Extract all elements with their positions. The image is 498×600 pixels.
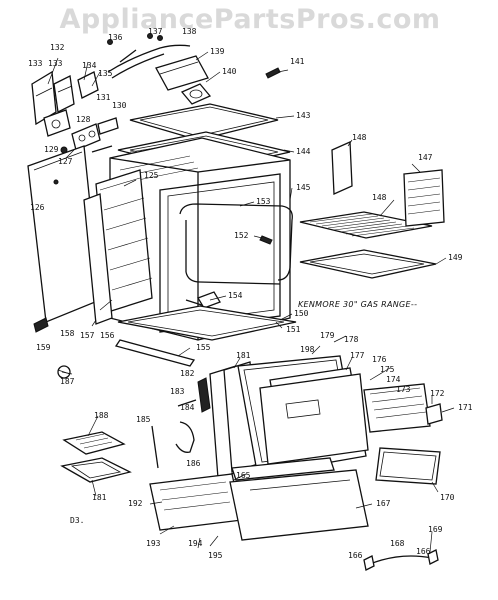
part-label-187: 187 bbox=[60, 377, 75, 386]
part-label-175: 175 bbox=[380, 365, 395, 374]
part-label-133b: 133 bbox=[48, 59, 63, 68]
part-label-178: 178 bbox=[344, 335, 359, 344]
valve-parts bbox=[43, 109, 119, 154]
base-frame bbox=[117, 305, 297, 341]
part-label-151: 151 bbox=[286, 325, 301, 334]
part-label-127: 127 bbox=[58, 157, 73, 166]
oven-door bbox=[209, 355, 443, 479]
part-label-144: 144 bbox=[296, 147, 311, 156]
part-label-194: 194 bbox=[188, 539, 203, 548]
part-label-165: 165 bbox=[236, 471, 251, 480]
part-label-143: 143 bbox=[296, 111, 311, 120]
oven-rack bbox=[299, 211, 433, 239]
part-label-149: 149 bbox=[448, 253, 463, 262]
part-label-158: 158 bbox=[60, 329, 75, 338]
part-label-179: 179 bbox=[320, 331, 335, 340]
part-label-181b: 181 bbox=[92, 493, 107, 502]
broiler-pan bbox=[299, 249, 437, 279]
leader-lines bbox=[47, 51, 455, 553]
cooktop-plate bbox=[129, 103, 279, 141]
watermark: AppliancePartsPros.com bbox=[59, 4, 441, 35]
part-label-139: 139 bbox=[210, 47, 225, 56]
part-label-140: 140 bbox=[222, 67, 237, 76]
part-label-193: 193 bbox=[146, 539, 161, 548]
part-label-147: 147 bbox=[418, 153, 433, 162]
part-label-141: 141 bbox=[290, 57, 305, 66]
part-label-169: 169 bbox=[428, 525, 443, 534]
part-label-138: 138 bbox=[182, 27, 197, 36]
part-label-182: 182 bbox=[180, 369, 195, 378]
part-label-192: 192 bbox=[128, 499, 143, 508]
part-label-145: 145 bbox=[296, 183, 311, 192]
part-label-133: 133 bbox=[28, 59, 43, 68]
part-label-166: 166 bbox=[348, 551, 363, 560]
part-label-186: 186 bbox=[186, 459, 201, 468]
part-label-185: 185 bbox=[136, 415, 151, 424]
part-label-153: 153 bbox=[256, 197, 271, 206]
part-label-181: 181 bbox=[236, 351, 251, 360]
part-label-129: 129 bbox=[44, 145, 59, 154]
part-label-125: 125 bbox=[144, 171, 159, 180]
part-label-135: 135 bbox=[98, 69, 113, 78]
part-label-171: 171 bbox=[458, 403, 473, 412]
part-label-170: 170 bbox=[440, 493, 455, 502]
part-label-183: 183 bbox=[170, 387, 185, 396]
part-label-168: 168 bbox=[390, 539, 405, 548]
part-label-150: 150 bbox=[294, 309, 309, 318]
part-label-166b: 166 bbox=[416, 547, 431, 556]
part-label-132: 132 bbox=[50, 43, 65, 52]
part-label-173: 173 bbox=[396, 385, 411, 394]
part-label-126: 126 bbox=[30, 203, 45, 212]
side-insulation bbox=[83, 169, 153, 325]
part-label-159: 159 bbox=[36, 343, 51, 352]
broiler-pans bbox=[60, 431, 132, 483]
part-label-134: 134 bbox=[82, 61, 97, 70]
part-label-157: 157 bbox=[80, 331, 95, 340]
back-guard bbox=[403, 169, 445, 227]
part-label-131: 131 bbox=[96, 93, 111, 102]
part-label-177: 177 bbox=[350, 351, 365, 360]
part-label-198: 198 bbox=[300, 345, 315, 354]
part-label-128: 128 bbox=[76, 115, 91, 124]
burner-bracket-parts bbox=[31, 70, 99, 126]
part-label-152: 152 bbox=[234, 231, 249, 240]
part-label-154: 154 bbox=[228, 291, 243, 300]
part-label-137: 137 bbox=[148, 27, 163, 36]
part-label-174: 174 bbox=[386, 375, 401, 384]
storage-drawer bbox=[149, 457, 369, 541]
part-label-188: 188 bbox=[94, 411, 109, 420]
part-label-172: 172 bbox=[430, 389, 445, 398]
part-label-156: 156 bbox=[100, 331, 115, 340]
part-label-148b: 148 bbox=[372, 193, 387, 202]
part-label-167: 167 bbox=[376, 499, 391, 508]
part-label-195: 195 bbox=[208, 551, 223, 560]
part-label-136: 136 bbox=[108, 33, 123, 42]
part-label-176: 176 bbox=[372, 355, 387, 364]
part-label-130: 130 bbox=[112, 101, 127, 110]
top-burner-box bbox=[155, 55, 212, 105]
diagram-code: D3. bbox=[70, 516, 85, 525]
part-label-184: 184 bbox=[180, 403, 195, 412]
gas-manifold bbox=[107, 33, 191, 79]
part-label-155: 155 bbox=[196, 343, 211, 352]
model-caption: KENMORE 30" GAS RANGE-- bbox=[298, 300, 418, 309]
part-label-148a: 148 bbox=[352, 133, 367, 142]
